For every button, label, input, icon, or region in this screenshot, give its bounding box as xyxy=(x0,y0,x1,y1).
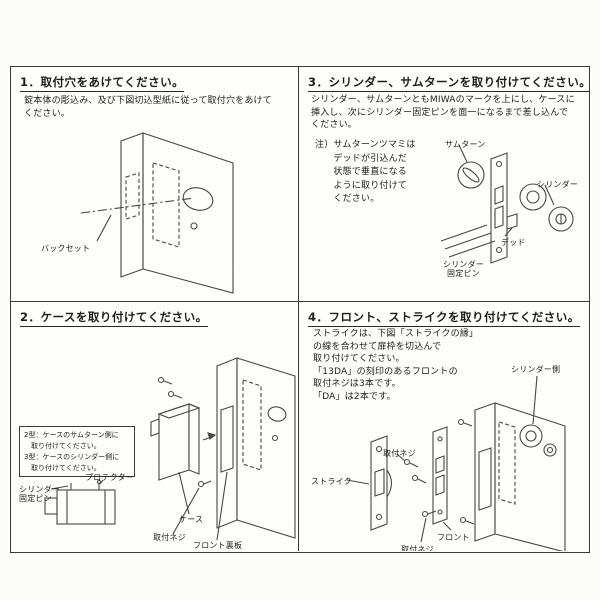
step4-title: 4．フロント、ストライクを取り付けてください。 xyxy=(308,309,580,327)
step4-body: ストライクは、下図「ストライクの縁」 の線を合わせて扉枠を切込んで 取り付けてく… xyxy=(313,328,513,404)
step4-body-line: 「13DA」の刻印のあるフロントの xyxy=(313,366,458,377)
step1-body-line: ください。 xyxy=(24,108,71,119)
fixing-pins-drawing xyxy=(440,224,496,258)
label-cylinder-side: シリンダー側 xyxy=(511,365,561,374)
step1-diagram xyxy=(80,132,234,294)
step2-note-line: 2型：ケースのサムターン側に xyxy=(24,431,119,439)
step3-note: 注）サムターンツマミは デッドが引込んだ 状態で垂直になる ように取り付けて く… xyxy=(315,139,416,207)
label-front-back-plate: フロント裏板 xyxy=(193,541,243,550)
panel-step3: 3．シリンダー、サムターンを取り付けてください。 シリンダー、サムターンともMI… xyxy=(298,67,589,301)
label-mounting-screw: 取付ネジ xyxy=(383,449,416,458)
step1-body-line: 錠本体の彫込み、及び下図切込型紙に従って取付穴をあけて xyxy=(24,96,272,106)
step3-body-line: シリンダー、サムターンともMIWAのマークを上にし、ケースに xyxy=(311,95,575,105)
cylinder-drawing xyxy=(519,375,557,457)
step3-diagram xyxy=(440,144,574,264)
deadbolt-drawing xyxy=(504,213,518,237)
label-cylinder: シリンダー xyxy=(537,180,578,189)
step3-note-line: 状態で垂直になる xyxy=(315,167,408,177)
label-mounting-screw: 取付ネジ xyxy=(401,545,434,551)
step2-note-line: 3型：ケースのシリンダー側に xyxy=(24,452,120,461)
insert-arrow xyxy=(207,432,217,440)
mounting-screws-drawing xyxy=(396,453,437,543)
mounting-screws-drawing xyxy=(157,376,212,488)
step2-note-line: 取り付けてください。 xyxy=(24,441,101,450)
step4-body-line: の線を合わせて扉枠を切込んで xyxy=(313,341,442,352)
step4-body-line: 取付ネジは3本です。 xyxy=(313,379,401,390)
panel-step1: 1．取付穴をあけてください。 錠本体の彫込み、及び下図切込型紙に従って取付穴をあ… xyxy=(11,67,298,301)
step2-notebox: 2型：ケースのサムターン側に 取り付けてください。 3型：ケースのシリンダー側に… xyxy=(19,426,135,478)
door-edge-drawing xyxy=(457,402,566,551)
door-edge-drawing xyxy=(80,132,234,294)
step2-note-line: 取り付けてください。 xyxy=(24,463,101,472)
step3-body: シリンダー、サムターンともMIWAのマークを上にし、ケースに 挿入し、次にシリン… xyxy=(311,94,585,132)
label-front: フロント xyxy=(437,533,470,542)
panel-step4: 4．フロント、ストライクを取り付けてください。 ストライクは、下図「ストライクの… xyxy=(298,301,589,551)
cylinder-drawing xyxy=(519,183,574,232)
label-cylinder-pin: シリンダー xyxy=(19,485,60,494)
step3-title: 3．シリンダー、サムターンを取り付けてください。 xyxy=(308,74,589,92)
strike-plate-drawing xyxy=(346,435,393,531)
step4-body-line: 取り付けてください。 xyxy=(313,354,405,365)
step4-diagram xyxy=(346,375,566,551)
step3-note-line: 注）サムターンツマミは xyxy=(315,140,416,150)
step4-body-line: 「DA」は2本です。 xyxy=(313,391,396,402)
label-backset: バックセット xyxy=(41,244,91,253)
label-cylinder-pin: 固定ピン xyxy=(19,494,52,503)
label-deadbolt: デッド xyxy=(501,238,526,247)
leader-lines xyxy=(172,471,228,541)
label-strike: ストライク xyxy=(311,477,352,486)
front-plate-drawing xyxy=(432,426,452,531)
thumbturn-drawing xyxy=(457,144,485,189)
sheet-frame: 1．取付穴をあけてください。 錠本体の彫込み、及び下図切込型紙に従って取付穴をあ… xyxy=(10,66,590,553)
label-thumbturn: サムターン xyxy=(445,140,486,149)
label-protector: プロテクター xyxy=(85,473,134,482)
door-edge-drawing xyxy=(216,357,296,539)
step3-body-line: ください。 xyxy=(311,120,358,131)
label-cylinder-pin: 固定ピン xyxy=(447,269,480,278)
step1-title: 1．取付穴をあけてください。 xyxy=(20,74,185,92)
step3-note-line: ように取り付けて xyxy=(315,180,408,191)
panel-step2: 2．ケースを取り付けてください。 xyxy=(11,301,298,551)
step1-body: 錠本体の彫込み、及び下図切込型紙に従って取付穴をあけて ください。 xyxy=(24,95,290,120)
backset-leader-line xyxy=(96,214,112,242)
step2-title: 2．ケースを取り付けてください。 xyxy=(20,309,208,327)
label-cylinder-pin: シリンダー xyxy=(443,260,484,269)
case-side-view-drawing xyxy=(44,479,116,525)
case-front-plate-drawing xyxy=(490,152,508,264)
step3-body-line: 挿入し、次にシリンダー固定ピンを面一になるまで差し込んで xyxy=(311,107,569,118)
step3-note-line: ください。 xyxy=(315,194,380,204)
backset-dimension-line xyxy=(80,197,195,214)
label-case: ケース xyxy=(179,515,204,524)
step4-body-line: ストライクは、下図「ストライクの縁」 xyxy=(313,329,479,339)
mortise-case-drawing xyxy=(150,403,217,481)
step2-diagram xyxy=(44,357,296,541)
step3-note-line: デッドが引込んだ xyxy=(315,153,408,164)
label-mounting-screw: 取付ネジ xyxy=(153,533,186,542)
